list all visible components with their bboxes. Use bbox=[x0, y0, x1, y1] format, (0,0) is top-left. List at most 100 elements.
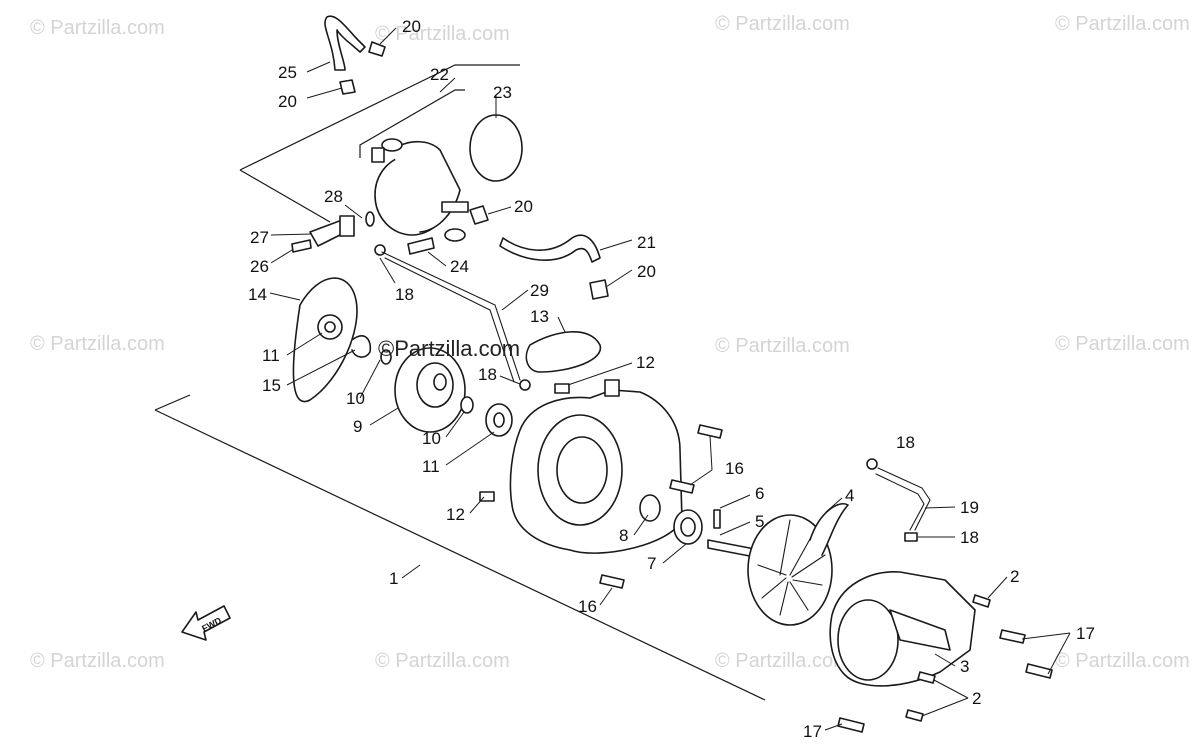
bearing-bore bbox=[324, 321, 336, 333]
housing-port bbox=[604, 379, 620, 397]
callout-label: 22 bbox=[430, 65, 449, 84]
drive-gear-bore bbox=[433, 373, 447, 391]
callout-label: 1 bbox=[389, 569, 398, 588]
watermark: © Partzilla.com bbox=[1055, 13, 1190, 35]
housing-bolt bbox=[697, 424, 723, 439]
fwd-arrow-icon bbox=[181, 605, 231, 641]
callout-label: 9 bbox=[353, 417, 362, 436]
callout-label: 6 bbox=[755, 484, 764, 503]
callout-label: 20 bbox=[278, 92, 297, 111]
callout-label: 20 bbox=[637, 262, 656, 281]
callout-label: 10 bbox=[422, 429, 441, 448]
callout-label: 7 bbox=[647, 554, 656, 573]
bleed-tube-edge bbox=[384, 257, 515, 383]
callout-label: 17 bbox=[1076, 624, 1095, 643]
callout-label: 10 bbox=[346, 389, 365, 408]
callout-label: 18 bbox=[395, 285, 414, 304]
watermark: © Partzilla.com bbox=[30, 650, 165, 672]
upper-hose bbox=[324, 15, 366, 71]
callout-label: 11 bbox=[422, 457, 440, 476]
hose-clamp bbox=[339, 79, 356, 95]
callout-label: 21 bbox=[637, 233, 656, 252]
callout-label: 8 bbox=[619, 526, 628, 545]
reservoir-mount-ear bbox=[381, 138, 403, 152]
housing-cavity-inner bbox=[556, 436, 608, 504]
reservoir-gasket bbox=[469, 114, 523, 182]
watermark: © Partzilla.com bbox=[715, 335, 850, 357]
bearing-bore bbox=[493, 412, 505, 428]
bleeder-fitting bbox=[519, 379, 531, 391]
callout-label: 17 bbox=[803, 722, 822, 741]
cover-bolt bbox=[905, 709, 924, 722]
callout-label: 18 bbox=[478, 365, 497, 384]
hose-clamp bbox=[589, 279, 609, 300]
impeller bbox=[747, 514, 833, 626]
bleed-tube bbox=[381, 251, 521, 381]
impeller-vanes bbox=[757, 519, 826, 616]
reservoir-mount-ear bbox=[444, 228, 466, 242]
callout-label: 13 bbox=[530, 307, 549, 326]
housing-bolt bbox=[669, 479, 695, 494]
bleed-tube-right bbox=[877, 467, 931, 531]
parts-layer bbox=[291, 15, 1053, 733]
callout-label: 19 bbox=[960, 498, 979, 517]
lower-hose bbox=[499, 234, 601, 263]
bracket-line bbox=[154, 409, 766, 701]
watermark: © Partzilla.com bbox=[715, 13, 850, 35]
bleed-tube-right-edge bbox=[875, 473, 925, 531]
watermark: © Partzilla.com bbox=[1055, 333, 1190, 355]
hose-clamp bbox=[469, 205, 489, 225]
callout-label: 25 bbox=[278, 63, 297, 82]
washer bbox=[380, 349, 392, 365]
bracket-line bbox=[239, 169, 331, 223]
watermark: © Partzilla.com bbox=[715, 650, 850, 672]
leader-lines bbox=[269, 27, 1071, 731]
bleeder-fitting bbox=[904, 532, 918, 542]
bracket-line bbox=[359, 89, 465, 158]
callout-label: 4 bbox=[845, 486, 854, 505]
watermark: © Partzilla.com bbox=[1055, 650, 1190, 672]
washer bbox=[460, 396, 474, 414]
callout-label: 28 bbox=[324, 187, 343, 206]
callout-label: 3 bbox=[960, 657, 969, 676]
dowel-pin bbox=[479, 491, 495, 502]
screw bbox=[291, 239, 312, 253]
watermark: © Partzilla.com bbox=[375, 23, 510, 45]
pump-cover-inlet bbox=[837, 599, 899, 681]
dowel-pin bbox=[554, 383, 570, 394]
callout-label: 29 bbox=[530, 281, 549, 300]
callout-label: 18 bbox=[960, 528, 979, 547]
forward-direction-arrow: FWD bbox=[181, 605, 231, 641]
cover-bolt bbox=[917, 671, 936, 684]
bleeder-fitting bbox=[866, 458, 878, 470]
callout-label: 11 bbox=[262, 346, 280, 365]
callout-label: 2 bbox=[1010, 567, 1019, 586]
watermark-center: ©Partzilla.com bbox=[378, 336, 520, 361]
bleeder-fitting bbox=[374, 244, 386, 256]
circlip bbox=[351, 335, 372, 358]
bracket-line bbox=[154, 394, 191, 411]
oil-seal bbox=[639, 494, 661, 522]
cover-bolt bbox=[837, 717, 865, 733]
watermark: © Partzilla.com bbox=[375, 650, 510, 672]
o-ring bbox=[365, 211, 375, 227]
hose-clamp bbox=[368, 41, 386, 57]
callout-label: 2 bbox=[972, 689, 981, 708]
bracket-line bbox=[239, 64, 520, 171]
cover-bolt bbox=[1025, 663, 1053, 679]
watermark: © Partzilla.com bbox=[30, 333, 165, 355]
drive-pin bbox=[713, 509, 721, 529]
cover-bolt bbox=[999, 629, 1026, 644]
pump-cover-outlet bbox=[889, 609, 951, 651]
callout-label: 16 bbox=[725, 459, 744, 478]
assembly-brackets bbox=[154, 64, 766, 701]
watermark: © Partzilla.com bbox=[30, 17, 165, 39]
reservoir-outlet bbox=[441, 201, 469, 213]
callout-label: 26 bbox=[250, 257, 269, 276]
outlet-fitting-flange bbox=[339, 215, 355, 237]
bearing-cover bbox=[292, 277, 358, 403]
callout-label: 14 bbox=[248, 285, 267, 304]
mechanical-seal-bore bbox=[680, 517, 696, 537]
callout-label: 12 bbox=[636, 353, 655, 372]
